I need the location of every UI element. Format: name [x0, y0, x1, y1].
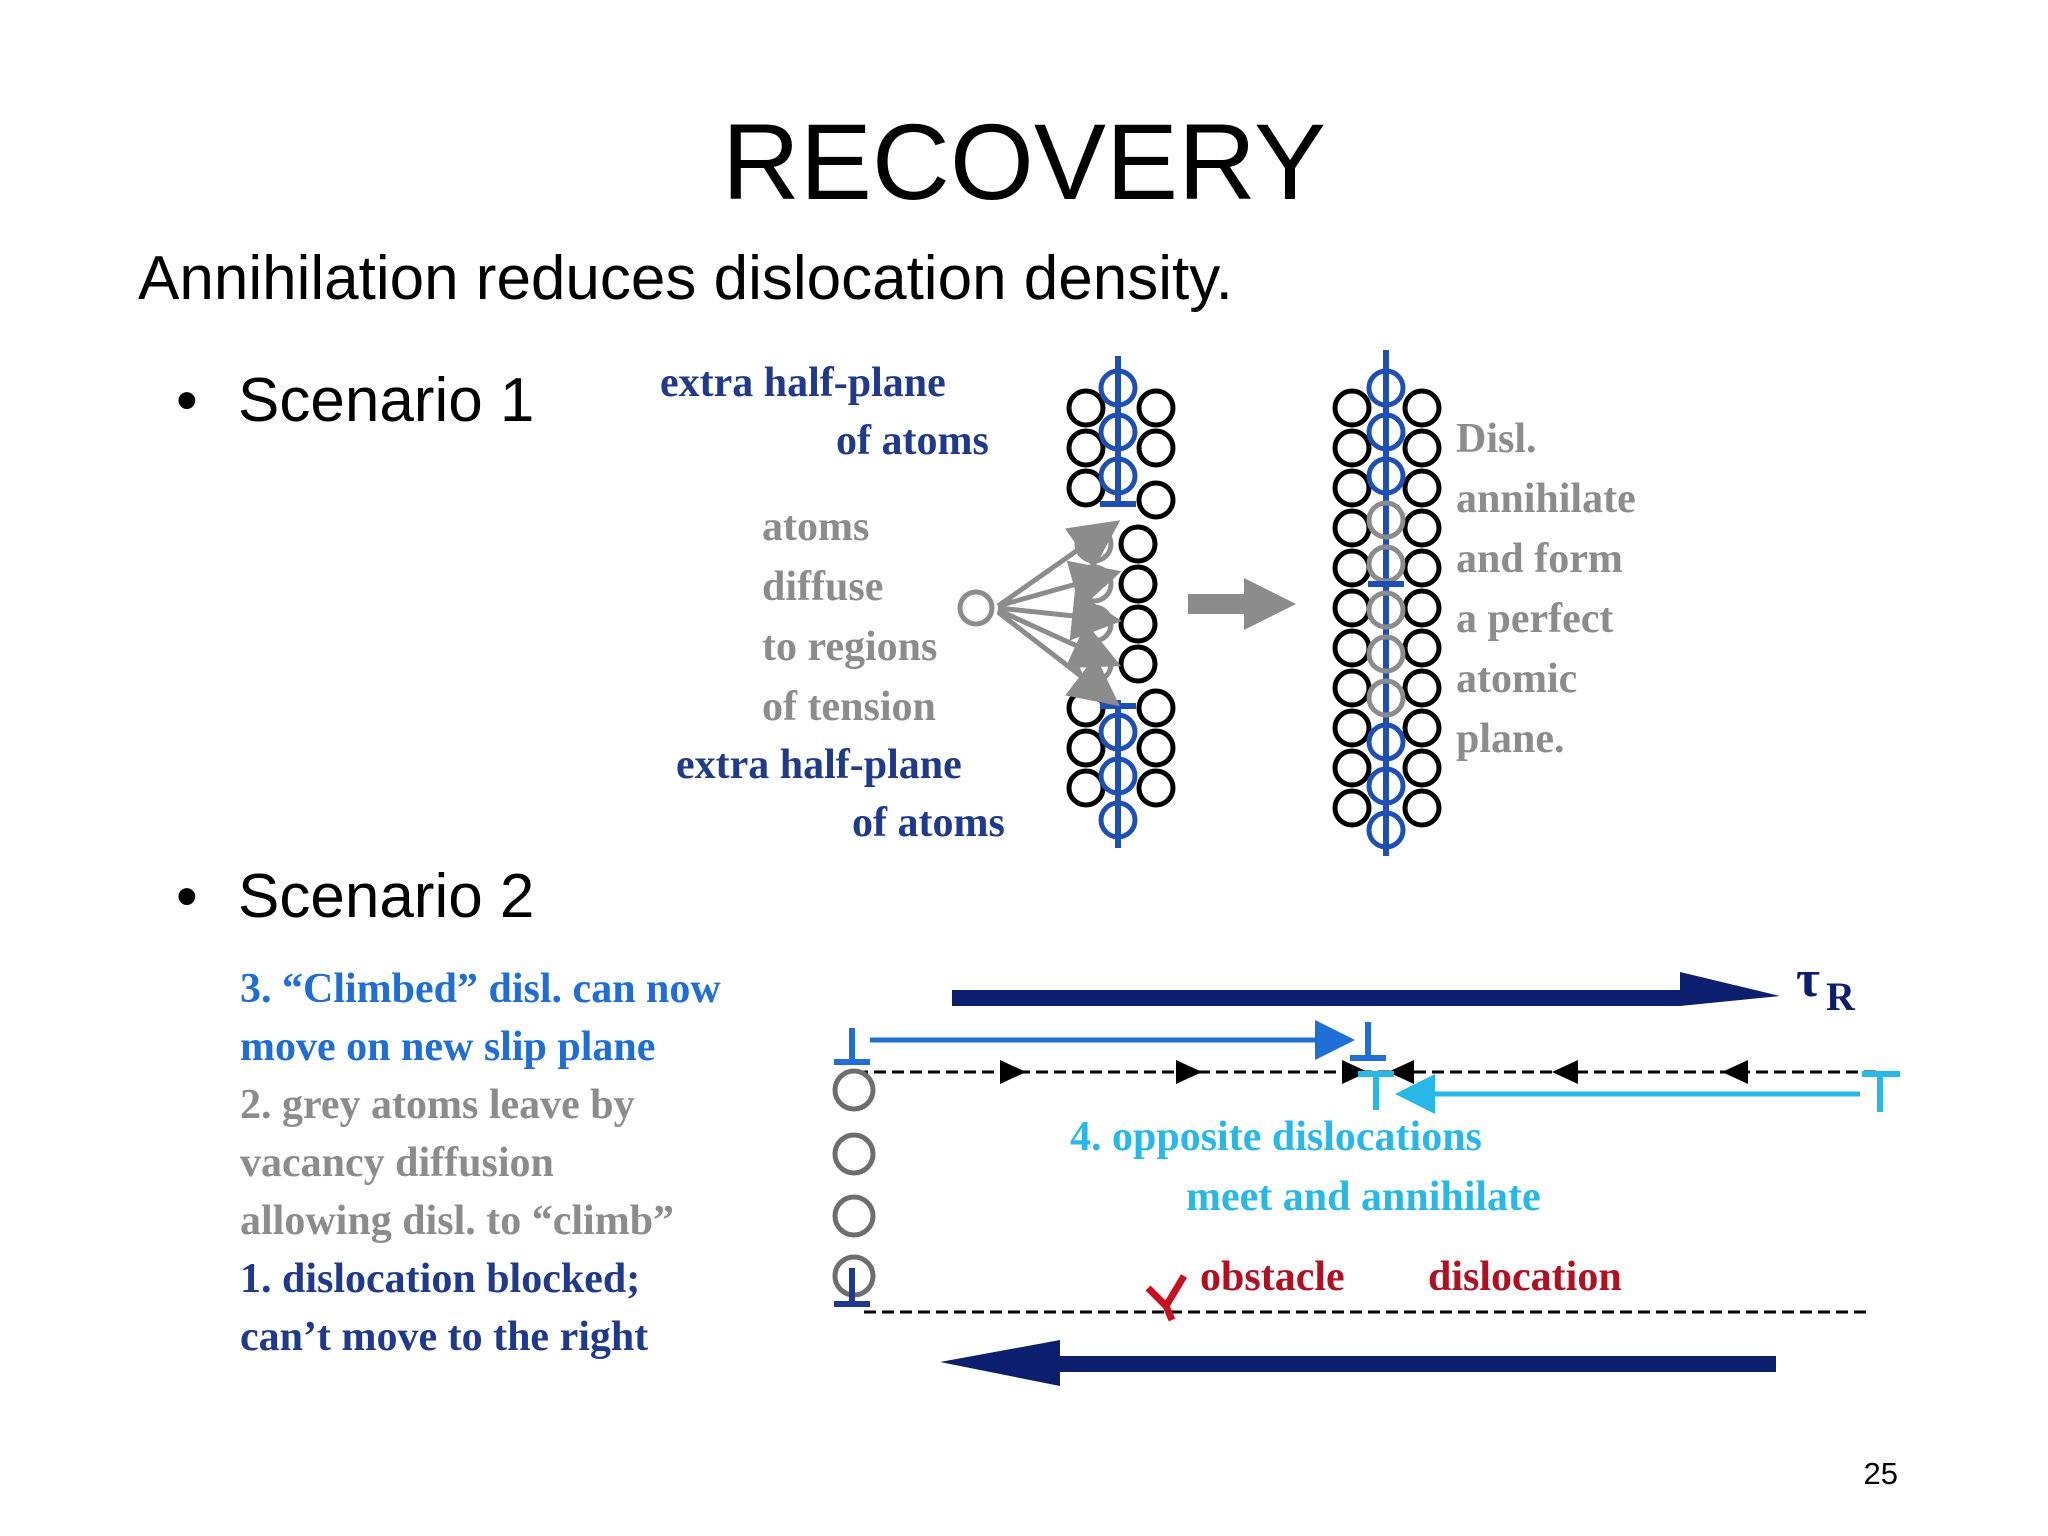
s2-top-stress-arrow — [952, 972, 1780, 1006]
s1-result-line3: and form — [1456, 536, 1623, 582]
s2-blocked-dislocation — [834, 1268, 870, 1307]
bullet-marker: • — [176, 862, 198, 931]
s2-step4-line2: meet and annihilate — [1186, 1174, 1541, 1220]
s1-result-line6: plane. — [1456, 716, 1565, 762]
s1-bottom-label-line1: extra half-plane — [676, 742, 962, 788]
s1-top-label-line1: extra half-plane — [660, 360, 946, 406]
s1-result-line1: Disl. — [1456, 416, 1537, 462]
s2-step1-line2: can’t move to the right — [240, 1314, 648, 1360]
scenario-2-diagram: 3. “Climbed” disl. can now move on new s… — [240, 951, 1900, 1386]
s2-step3-line1: 3. “Climbed” disl. can now — [240, 966, 721, 1012]
s1-diffusing-atom — [957, 589, 995, 627]
s1-right-atom-columns — [1332, 388, 1442, 828]
s2-step2-line1: 2. grey atoms leave by — [240, 1082, 635, 1128]
bullet-marker: • — [176, 366, 198, 435]
s2-grey-atoms — [832, 1068, 876, 1298]
scenario-1-diagram: extra half-plane of atoms atoms diffuse … — [660, 350, 1636, 856]
slide-title: RECOVERY — [721, 101, 1327, 222]
bullet-label: Scenario 1 — [238, 366, 535, 435]
s1-diffuse-line2: diffuse — [762, 564, 883, 610]
s2-stress-subscript: R — [1826, 974, 1856, 1019]
s1-result-line2: annihilate — [1456, 476, 1636, 522]
s2-obstacle-marker — [1145, 1274, 1188, 1322]
s2-step1-line1: 1. dislocation blocked; — [240, 1256, 640, 1302]
s1-top-label-line2: of atoms — [836, 418, 989, 464]
s1-extra-half-plane-top — [1098, 356, 1138, 507]
s1-diffuse-line4: of tension — [762, 684, 936, 730]
s1-diffuse-line1: atoms — [762, 504, 869, 550]
bullet-label: Scenario 2 — [238, 862, 535, 931]
s1-result-line4: a perfect — [1456, 596, 1613, 642]
s2-dislocation-label: dislocation — [1428, 1254, 1622, 1300]
s1-diffusion-arrows — [996, 520, 1122, 707]
s2-step3-line2: move on new slip plane — [240, 1024, 655, 1070]
s1-extra-half-plane-bottom — [1098, 700, 1138, 848]
slide-subtitle: Annihilation reduces dislocation density… — [138, 244, 1233, 313]
s2-climbed-dislocation — [834, 1028, 870, 1065]
s2-step2-line3: allowing disl. to “climb” — [240, 1198, 674, 1244]
s2-upper-slip-arrowheads — [1000, 1060, 1748, 1084]
s2-obstacle-label: obstacle — [1200, 1254, 1345, 1300]
s2-bottom-stress-arrow — [940, 1340, 1776, 1386]
s2-step2-line2: vacancy diffusion — [240, 1140, 554, 1186]
s2-opposite-dislocation — [1358, 1071, 1900, 1112]
s2-stress-tau: τ — [1796, 951, 1820, 1008]
s1-bottom-label-line2: of atoms — [852, 800, 1005, 846]
s1-diffuse-line3: to regions — [762, 624, 937, 670]
s2-step4-line1: 4. opposite dislocations — [1070, 1114, 1482, 1160]
s1-transition-arrow — [1188, 578, 1296, 630]
s2-moved-dislocation — [1350, 1022, 1386, 1061]
bullet-scenario-1: •Scenario 1 — [176, 370, 534, 432]
bullet-scenario-2: •Scenario 2 — [176, 866, 534, 928]
s1-perfect-plane — [1366, 350, 1406, 856]
s1-result-line5: atomic — [1456, 656, 1577, 702]
page-number: 25 — [1863, 1456, 1898, 1491]
